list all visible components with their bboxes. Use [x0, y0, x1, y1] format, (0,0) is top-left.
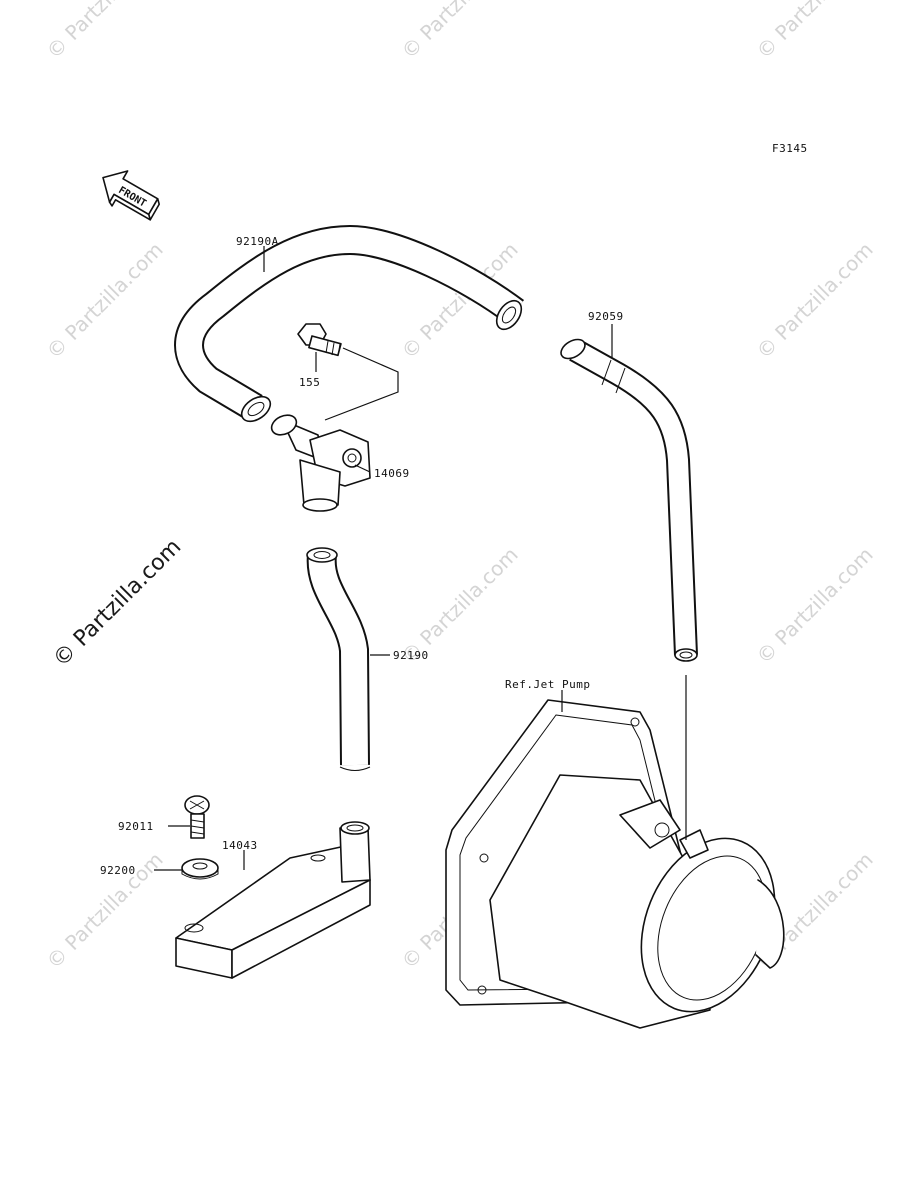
watermark: © Partzilla.com	[397, 0, 523, 64]
callout-14043: 14043	[222, 839, 258, 852]
figure-code: F3145	[772, 142, 808, 155]
washer-92200	[181, 858, 219, 880]
callout-155: 155	[299, 376, 320, 389]
watermark-prominent: © Partzilla.com	[49, 535, 187, 673]
watermark: © Partzilla.com	[752, 542, 878, 668]
watermark: © Partzilla.com	[752, 237, 878, 363]
watermark: © Partzilla.com	[42, 0, 168, 64]
callout-92011: 92011	[118, 820, 154, 833]
hose-92059	[560, 338, 698, 662]
bolt-155	[297, 323, 342, 357]
leader-lines	[154, 246, 687, 871]
front-arrow-icon: FRONT	[102, 170, 160, 221]
watermark: © Partzilla.com	[42, 237, 168, 363]
callout-92059: 92059	[588, 310, 624, 323]
hose-92190	[306, 547, 371, 771]
callout-92190a: 92190A	[236, 235, 279, 248]
hose-92190a	[174, 224, 525, 423]
watermark: © Partzilla.com	[752, 0, 878, 64]
callout-92190: 92190	[393, 649, 429, 662]
callout-ref-jet-pump: Ref.Jet Pump	[505, 678, 590, 691]
callout-92200: 92200	[100, 864, 136, 877]
screw-92011	[184, 795, 210, 839]
callout-14069: 14069	[374, 467, 410, 480]
bracket-14043	[175, 821, 371, 979]
fitting-14069	[270, 414, 371, 512]
jet-pump	[445, 699, 785, 1029]
